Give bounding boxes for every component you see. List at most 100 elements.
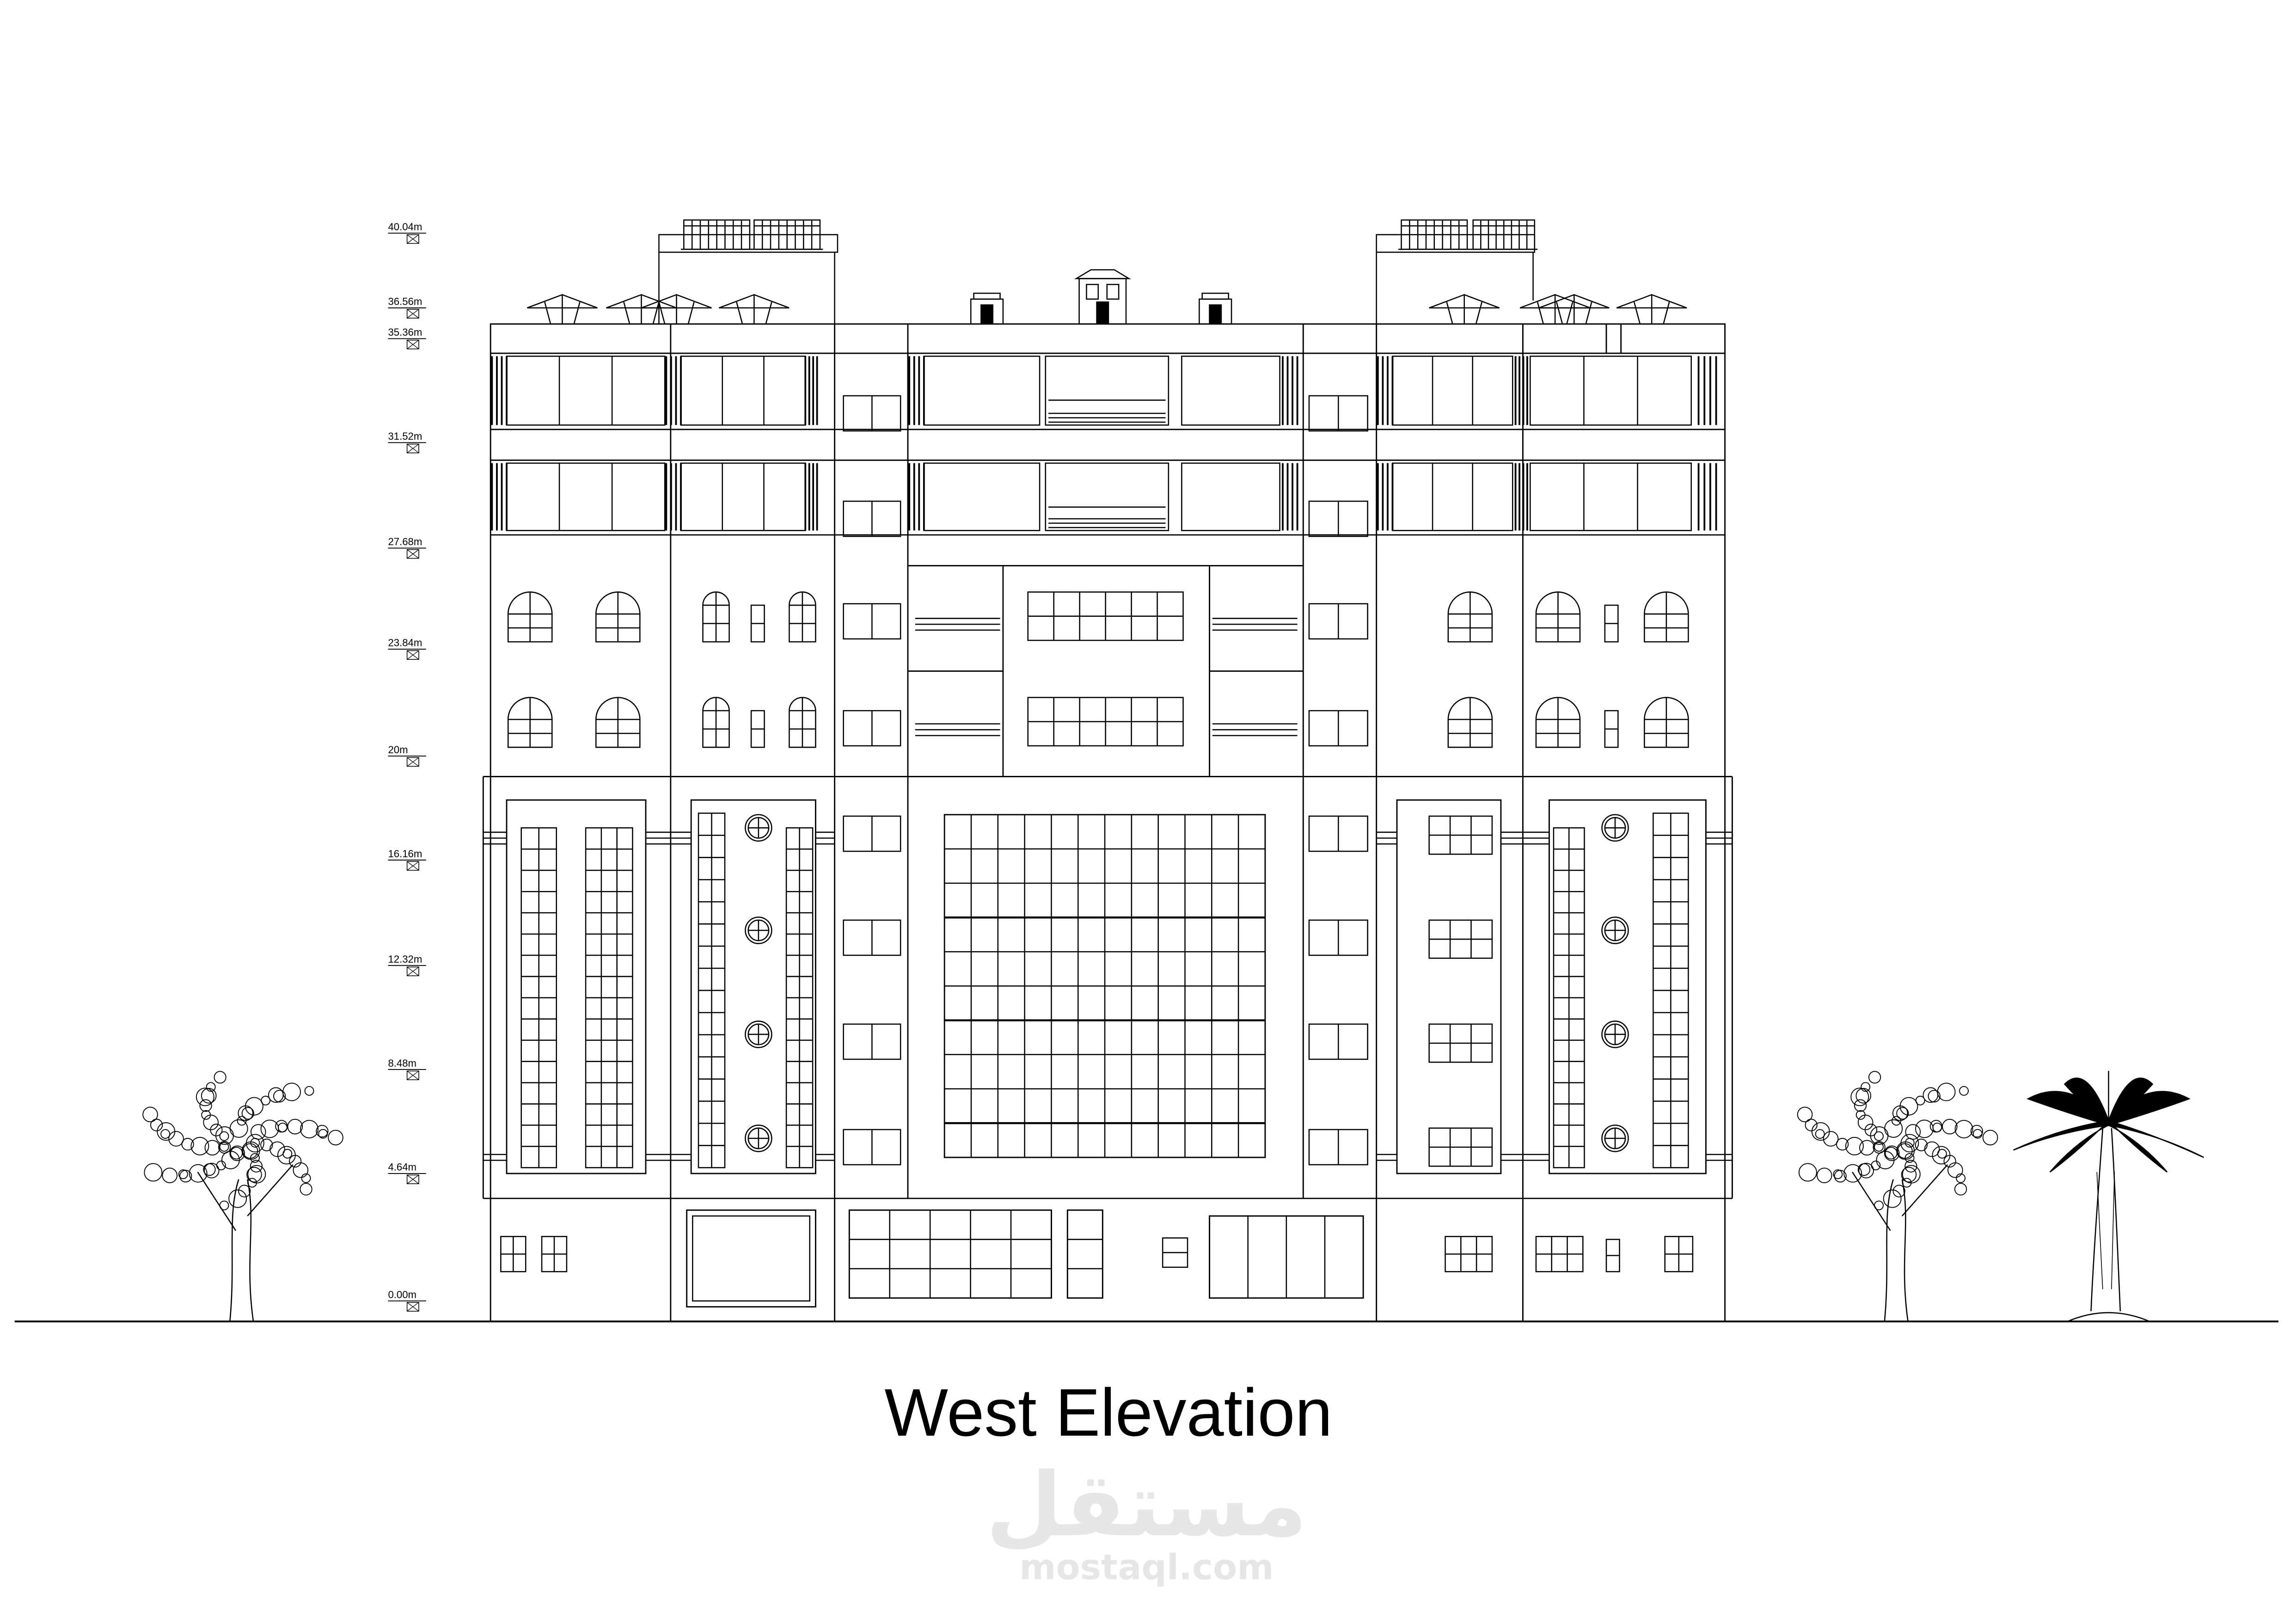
- ribbon-window: [1530, 462, 1692, 531]
- umbrella: [1538, 294, 1610, 325]
- level-marker: 4.64m: [388, 1161, 426, 1184]
- level-label: 8.48m: [388, 1057, 416, 1069]
- stair-window: [1308, 603, 1368, 640]
- tree: [1797, 1071, 1998, 1322]
- grid-window: [500, 1235, 527, 1272]
- curtain-wall: [944, 814, 1265, 1158]
- level-label: 23.84m: [388, 637, 422, 649]
- level-marker: 27.68m: [388, 536, 426, 559]
- level-marker: 20m: [388, 744, 426, 767]
- grid-window: [1664, 1235, 1694, 1272]
- umbrella: [1429, 294, 1500, 325]
- umbrella: [641, 294, 712, 325]
- umbrella: [527, 294, 598, 325]
- slot-window: [750, 604, 765, 643]
- arched-window: [1535, 591, 1581, 643]
- arched-window: [702, 591, 730, 643]
- round-window: [1601, 814, 1629, 842]
- tall-window: [585, 827, 633, 1168]
- arched-window: [1644, 697, 1689, 748]
- round-window: [745, 1020, 772, 1048]
- level-marker: 31.52m: [388, 430, 426, 454]
- level-marker: 0.00m: [388, 1289, 426, 1312]
- stair-window: [843, 919, 901, 956]
- tall-window: [1653, 812, 1689, 1168]
- grid-window: [1428, 1127, 1493, 1167]
- window-pier: [1282, 463, 1298, 531]
- level-label: 16.16m: [388, 848, 422, 860]
- arched-window: [595, 591, 641, 643]
- grid-window: [1535, 1235, 1584, 1272]
- palm-tree: [2013, 1070, 2204, 1322]
- arched-window: [789, 697, 816, 748]
- round-window: [745, 814, 772, 842]
- arched-window: [507, 697, 553, 748]
- ribbon-window: [1045, 356, 1169, 426]
- stair-window: [843, 603, 901, 640]
- level-marker: 12.32m: [388, 953, 426, 977]
- stair-window: [1308, 710, 1368, 747]
- level-label: 0.00m: [388, 1289, 416, 1300]
- arched-window: [1535, 697, 1581, 748]
- round-window: [1601, 916, 1629, 944]
- level-marker: 36.56m: [388, 296, 426, 319]
- ribbon-window: [1392, 462, 1513, 531]
- stair-window: [843, 1023, 901, 1060]
- stair-window: [1308, 395, 1368, 432]
- ribbon-window: [506, 356, 666, 426]
- level-label: 4.64m: [388, 1161, 416, 1173]
- grid-window: [1428, 815, 1493, 855]
- ribbon-window: [680, 356, 806, 426]
- arched-window: [789, 591, 816, 643]
- roof-kiosk: [1199, 292, 1232, 325]
- window-pier: [804, 463, 818, 531]
- round-window: [1601, 1020, 1629, 1048]
- tree: [142, 1071, 343, 1322]
- umbrella: [1616, 294, 1687, 325]
- roof-kiosk: [970, 292, 1004, 325]
- level-marker: 40.04m: [388, 221, 426, 244]
- shopfront: [1209, 1215, 1364, 1299]
- window-pier: [804, 356, 818, 425]
- trees: [142, 1070, 2204, 1322]
- stair-window: [1308, 500, 1368, 537]
- window-pier: [1514, 356, 1528, 425]
- level-marker: 16.16m: [388, 848, 426, 871]
- level-label: 12.32m: [388, 953, 422, 965]
- grid-window: [1027, 697, 1184, 747]
- level-marker: 8.48m: [388, 1057, 426, 1081]
- tall-window: [698, 812, 726, 1168]
- umbrella: [718, 294, 790, 325]
- window-pier: [1697, 463, 1717, 531]
- level-label: 40.04m: [388, 221, 422, 233]
- shopfront: [849, 1209, 1052, 1299]
- watermark-logo: مستقل mostaql.com: [986, 1454, 1307, 1587]
- level-marker: 35.36m: [388, 326, 426, 350]
- stair-window: [843, 1129, 901, 1166]
- ribbon-window: [1530, 356, 1692, 426]
- tall-window: [1553, 827, 1585, 1168]
- stair-window: [843, 710, 901, 747]
- door: [1067, 1209, 1103, 1299]
- level-markers: 40.04m 36.56m 35.36m 31.52m 27.68m 23.84m 20m 1…: [388, 221, 426, 1312]
- grid-window: [1162, 1237, 1188, 1268]
- ribbon-window: [923, 462, 1041, 531]
- level-label: 20m: [388, 744, 408, 756]
- ribbon-window: [1181, 356, 1280, 426]
- window-pier: [1697, 356, 1717, 425]
- window-pier: [1514, 463, 1528, 531]
- grid-window: [1445, 1235, 1493, 1272]
- window-pier: [1282, 356, 1298, 425]
- stair-window: [1308, 919, 1368, 956]
- drawing-title: West Elevation: [884, 1375, 1332, 1450]
- roof-tower: [1074, 269, 1131, 325]
- stair-window: [1308, 1023, 1368, 1060]
- stair-window: [1308, 815, 1368, 852]
- tall-window: [785, 827, 814, 1168]
- level-label: 31.52m: [388, 430, 422, 442]
- slot-window: [1604, 604, 1619, 643]
- windows: [483, 356, 1733, 1302]
- arched-window: [1447, 697, 1493, 748]
- level-label: 35.36m: [388, 326, 422, 338]
